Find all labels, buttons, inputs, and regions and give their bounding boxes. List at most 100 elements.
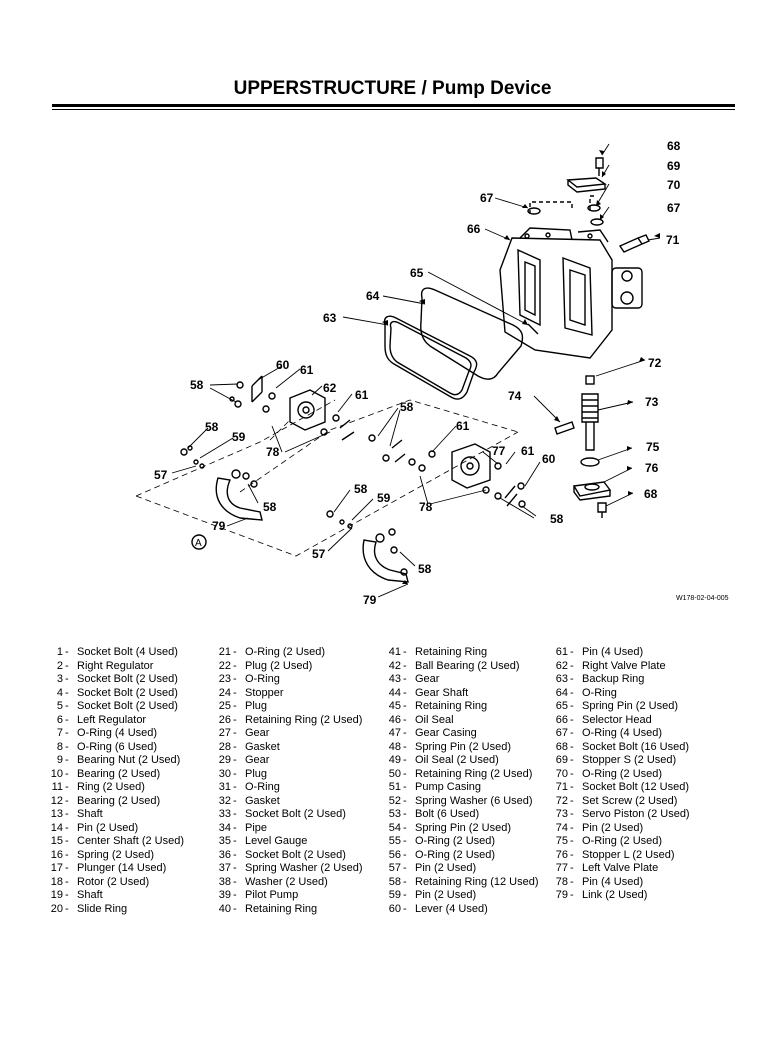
part-number: 54 bbox=[388, 821, 401, 834]
part-number: 59 bbox=[388, 889, 401, 901]
figure-code: W178-02-04-005 bbox=[676, 595, 729, 602]
part-description: Stopper S (2 Used) bbox=[582, 754, 677, 766]
part-description: Gear Casing bbox=[415, 727, 477, 739]
o-ring-67b bbox=[590, 218, 604, 226]
part-number: 62 bbox=[555, 659, 568, 672]
part-separator: - bbox=[570, 821, 574, 834]
callout-61c: 61 bbox=[456, 419, 470, 433]
parts-list-item: 66-Selector Head bbox=[545, 714, 690, 728]
leader-lines bbox=[171, 143, 661, 598]
parts-list-item: 63-Backup Ring bbox=[545, 673, 690, 687]
part-number: 60 bbox=[388, 902, 401, 915]
part-separator: - bbox=[233, 875, 237, 888]
part-separator: - bbox=[403, 754, 407, 766]
parts-list-item: 6-Left Regulator bbox=[40, 714, 184, 728]
part-separator: - bbox=[65, 862, 69, 874]
part-number: 22 bbox=[218, 659, 231, 672]
part-separator: - bbox=[65, 794, 69, 807]
callout-76: 76 bbox=[645, 461, 659, 475]
part-number: 9 bbox=[56, 754, 63, 766]
part-separator: - bbox=[403, 875, 407, 888]
parts-list-item: 58-Retaining Ring (12 Used) bbox=[378, 876, 539, 890]
part-description: Spring Washer (2 Used) bbox=[245, 862, 363, 874]
parts-list-item: 43-Gear bbox=[378, 673, 539, 687]
callout-79a: 79 bbox=[212, 519, 226, 533]
lever-60b bbox=[504, 485, 518, 507]
parts-list-item: 2-Right Regulator bbox=[40, 660, 184, 674]
part-description: Ring (2 Used) bbox=[77, 781, 145, 793]
parts-list-item: 27-Gear bbox=[208, 727, 363, 741]
part-description: O-Ring bbox=[245, 673, 280, 685]
parts-list-item: 9-Bearing Nut (2 Used) bbox=[40, 754, 184, 768]
part-separator: - bbox=[570, 740, 574, 753]
part-separator: - bbox=[233, 767, 237, 780]
title-rule-thick bbox=[52, 104, 735, 107]
section-a-circle bbox=[191, 534, 207, 550]
part-description: Pilot Pump bbox=[245, 889, 299, 901]
part-description: Pin (2 Used) bbox=[415, 889, 477, 901]
part-separator: - bbox=[65, 740, 69, 753]
parts-list-item: 40-Retaining Ring bbox=[208, 903, 363, 917]
part-number: 52 bbox=[388, 794, 401, 807]
parts-list-item: 71-Socket Bolt (12 Used) bbox=[545, 781, 690, 795]
part-description: O-Ring (6 Used) bbox=[77, 740, 158, 753]
part-separator: - bbox=[403, 848, 407, 861]
part-number: 57 bbox=[388, 862, 401, 874]
part-description: O-Ring (4 Used) bbox=[77, 727, 158, 739]
callout-70: 70 bbox=[667, 178, 681, 192]
parts-list-item: 70-O-Ring (2 Used) bbox=[545, 768, 690, 782]
parts-list-item: 24-Stopper bbox=[208, 687, 363, 701]
parts-list-item: 59-Pin (2 Used) bbox=[378, 889, 539, 903]
selector-head-housing bbox=[499, 237, 613, 359]
part-description: Plug bbox=[245, 767, 268, 780]
parts-list-item: 78-Pin (4 Used) bbox=[545, 876, 690, 890]
part-number: 36 bbox=[218, 848, 231, 861]
part-separator: - bbox=[570, 808, 574, 820]
parts-list-item: 68-Socket Bolt (16 Used) bbox=[545, 741, 690, 755]
parts-list-item: 64-O-Ring bbox=[545, 687, 690, 701]
part-number: 63 bbox=[555, 673, 568, 685]
part-number: 56 bbox=[388, 848, 401, 861]
part-number: 64 bbox=[555, 686, 568, 699]
part-separator: - bbox=[65, 875, 69, 888]
callout-60b: 60 bbox=[542, 452, 556, 466]
part-number: 44 bbox=[388, 686, 401, 699]
part-separator: - bbox=[65, 754, 69, 766]
part-separator: - bbox=[403, 821, 407, 834]
parts-list-item: 36-Socket Bolt (2 Used) bbox=[208, 849, 363, 863]
part-separator: - bbox=[233, 754, 237, 766]
part-separator: - bbox=[233, 902, 237, 915]
part-separator: - bbox=[570, 713, 574, 726]
title-rule-thin bbox=[52, 109, 735, 110]
diagram-drawing bbox=[180, 157, 650, 583]
part-description: Socket Bolt (2 Used) bbox=[77, 673, 178, 685]
callout-58f: 58 bbox=[550, 512, 564, 526]
parts-list-item: 1-Socket Bolt (4 Used) bbox=[40, 646, 184, 660]
part-description: Retaining Ring (2 Used) bbox=[415, 767, 533, 780]
assembly-lines bbox=[135, 399, 519, 557]
part-description: Socket Bolt (12 Used) bbox=[582, 781, 689, 793]
spring-pin-65 bbox=[527, 323, 539, 335]
stopper-s-69 bbox=[566, 177, 607, 193]
part-separator: - bbox=[65, 700, 69, 712]
part-separator: - bbox=[65, 646, 69, 658]
parts-list-item: 79-Link (2 Used) bbox=[545, 889, 690, 903]
part-description: Right Regulator bbox=[77, 659, 154, 672]
part-description: Gasket bbox=[245, 740, 280, 753]
part-separator: - bbox=[570, 686, 574, 699]
part-description: Oil Seal bbox=[415, 713, 454, 726]
parts-list-item: 21-O-Ring (2 Used) bbox=[208, 646, 363, 660]
callout-77: 77 bbox=[492, 444, 506, 458]
part-number: 74 bbox=[555, 821, 568, 834]
part-description: Pump Casing bbox=[415, 781, 482, 793]
callout-72: 72 bbox=[648, 356, 662, 370]
part-separator: - bbox=[570, 794, 574, 807]
part-separator: - bbox=[65, 713, 69, 726]
callout-62: 62 bbox=[323, 381, 337, 395]
parts-list-item: 37-Spring Washer (2 Used) bbox=[208, 862, 363, 876]
parts-list-item: 74-Pin (2 Used) bbox=[545, 822, 690, 836]
part-number: 8 bbox=[56, 740, 63, 753]
parts-list-item: 57-Pin (2 Used) bbox=[378, 862, 539, 876]
parts-list-item: 48-Spring Pin (2 Used) bbox=[378, 741, 539, 755]
